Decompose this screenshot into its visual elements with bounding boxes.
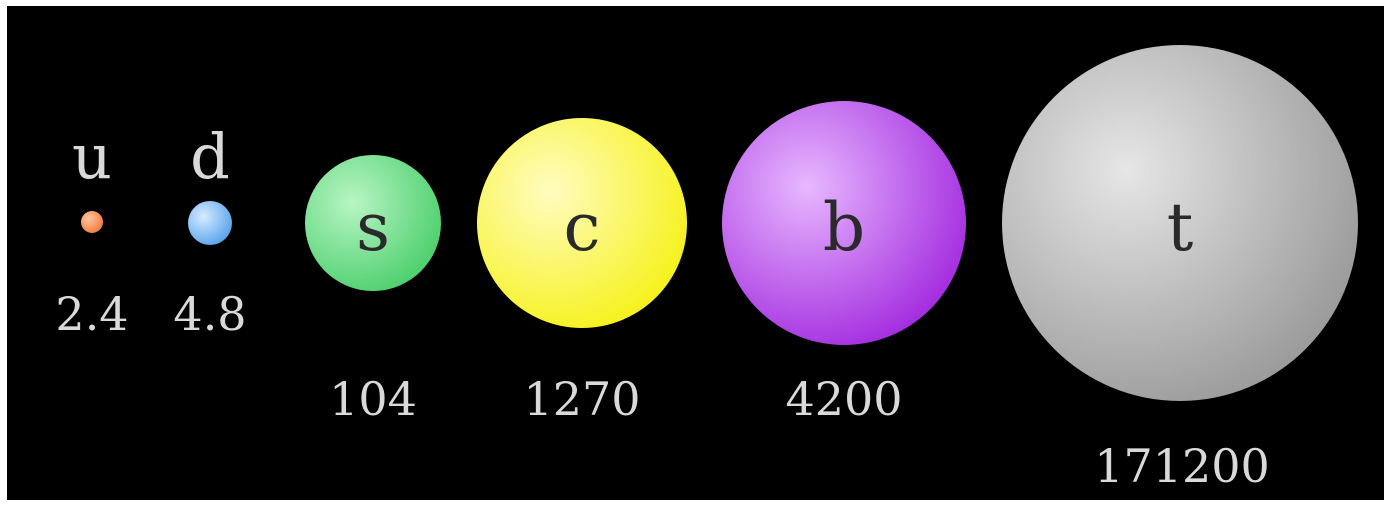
quark-sphere-t bbox=[1002, 45, 1358, 401]
mass-label-d: 4.8 bbox=[173, 287, 246, 341]
quark-symbol-b: b bbox=[823, 189, 865, 266]
quark-strange: s 104 bbox=[305, 155, 441, 426]
quark-top: t 171200 bbox=[1002, 45, 1358, 493]
quark-symbol-d: d bbox=[190, 120, 230, 193]
quark-sphere-b bbox=[722, 101, 966, 345]
quark-bottom: b 4200 bbox=[722, 101, 966, 426]
mass-label-t: 171200 bbox=[1094, 439, 1270, 493]
mass-label-c: 1270 bbox=[523, 372, 640, 426]
mass-label-b: 4200 bbox=[785, 372, 902, 426]
quark-up: u 2.4 bbox=[55, 120, 128, 341]
mass-label-u: 2.4 bbox=[55, 287, 128, 341]
quark-sphere-u bbox=[81, 211, 103, 233]
quark-down: d 4.8 bbox=[173, 120, 246, 341]
quark-symbol-c: c bbox=[564, 189, 601, 266]
quark-symbol-u: u bbox=[72, 120, 112, 193]
quark-sphere-s bbox=[305, 155, 441, 291]
quark-symbol-t: t bbox=[1167, 189, 1194, 266]
mass-label-s: 104 bbox=[329, 372, 417, 426]
quark-symbol-s: s bbox=[356, 189, 390, 266]
quark-sphere-d bbox=[188, 201, 232, 245]
quark-charm: c 1270 bbox=[477, 118, 687, 426]
quark-sphere-c bbox=[477, 118, 687, 328]
